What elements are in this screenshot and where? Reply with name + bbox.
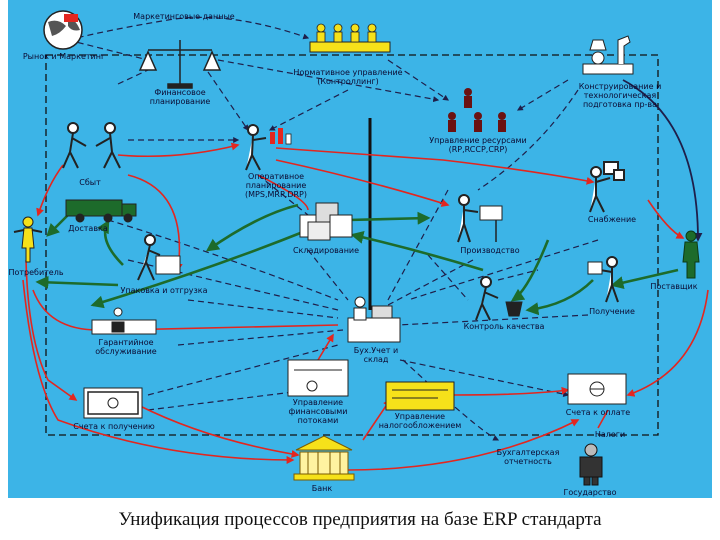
state-official-icon — [579, 443, 603, 486]
person-icon — [13, 216, 43, 263]
invoice-pay-icon — [567, 373, 627, 405]
accountant-desk-icon — [347, 296, 401, 343]
label-taxes: Налоги — [594, 430, 626, 439]
label-consumer: Потребитель — [8, 268, 64, 277]
invoice-icon — [83, 387, 143, 419]
label-receiving: Получение — [589, 307, 635, 316]
enterprise-boundary — [45, 54, 659, 436]
scales-icon — [138, 40, 222, 89]
label-norm-mgmt: Нормативное управление (Контроллинг) — [293, 68, 403, 86]
planner-icon — [245, 124, 292, 171]
label-design: Конструирование и технологическая подгот… — [578, 82, 662, 109]
supply-worker-icon — [589, 161, 625, 213]
service-desk-icon — [91, 307, 157, 335]
cheque-icon — [287, 359, 349, 397]
label-warehouse: Складирование — [292, 246, 360, 255]
label-market-data: Маркетинговые данные — [133, 12, 235, 21]
supplier-person-icon — [682, 230, 700, 279]
label-production: Производство — [460, 246, 520, 255]
label-resource-mgmt: Управление ресурсами (RP,RCCP,CRP) — [429, 136, 527, 154]
receiving-worker-icon — [587, 256, 619, 303]
resource-people-icon — [448, 88, 506, 132]
label-packing: Упаковка и отгрузка — [120, 286, 208, 295]
microscope-lab-icon — [582, 35, 634, 75]
label-supplier: Поставщик — [650, 282, 698, 291]
label-tax-mgmt: Управление налогообложением — [378, 412, 462, 430]
globe-icon — [43, 10, 83, 50]
label-bank: Банк — [311, 484, 333, 493]
design-to-supplier-flow — [622, 79, 703, 242]
material-flows — [35, 203, 679, 316]
conference-table-icon — [309, 23, 391, 53]
label-delivery: Доставка — [68, 224, 108, 233]
tax-form-icon — [385, 381, 455, 411]
bank-building-icon — [293, 435, 355, 481]
label-invoices-pay: Счета к оплате — [565, 408, 631, 417]
label-invoices-recv: Счета к получению — [73, 422, 155, 431]
diagram-canvas — [13, 10, 709, 486]
label-quality: Контроль качества — [463, 322, 545, 331]
inspector-icon — [475, 276, 523, 321]
label-op-plan: Оперативное планирование (MPS,MRP,DRP) — [245, 172, 307, 199]
label-state: Государство — [563, 488, 617, 497]
label-warranty: Гарантийное обслуживание — [95, 338, 157, 356]
label-accounting: Бух.Учет и склад — [353, 346, 399, 364]
label-sales: Сбыт — [79, 178, 101, 187]
machine-worker-icon — [457, 194, 503, 243]
label-cash-mgmt: Управление финансовыми потоками — [288, 398, 348, 425]
handshake-icon — [62, 122, 121, 169]
label-supply: Снабжение — [587, 215, 637, 224]
label-market: Рынок и Маркетинг — [22, 52, 106, 61]
packing-worker-icon — [137, 234, 181, 281]
truck-icon — [65, 199, 137, 223]
erp-process-diagram: Маркетинговые данные Рынок и Маркетинг Н… — [8, 0, 712, 498]
page-title: Унификация процессов предприятия на базе… — [118, 509, 602, 530]
label-fin-plan: Финансовое планирование — [149, 88, 211, 106]
boxes-icon — [299, 202, 353, 241]
label-reporting: Бухгалтерская отчетность — [496, 448, 560, 466]
